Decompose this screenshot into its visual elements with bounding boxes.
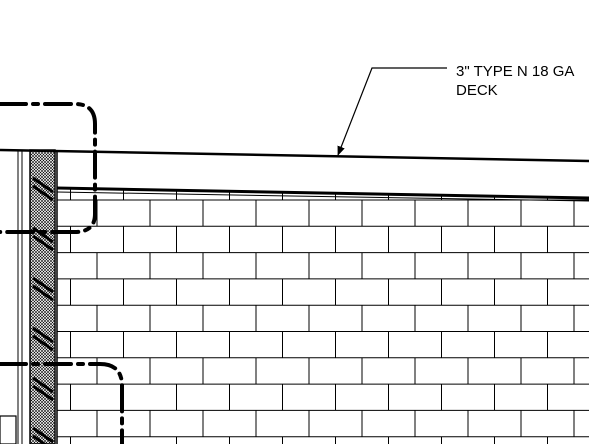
wall-tie-mark: [32, 434, 48, 444]
wall-tie-mark: [32, 284, 54, 302]
wall-tie-mark: [32, 226, 54, 244]
brick-wall-hatch: [57, 188, 589, 444]
upper-detail-boundary: [0, 102, 97, 234]
detail-boundary-lines: [0, 102, 124, 444]
wall-tie-mark: [32, 184, 54, 202]
window-frame-edge: [0, 415, 17, 444]
lower-detail-boundary: [0, 362, 124, 444]
callout-leader: [337, 67, 447, 156]
wall-tie-mark: [32, 426, 54, 444]
wall-tie-mark: [32, 276, 54, 294]
wall-tie-marks: [32, 176, 54, 444]
deck-bottom-line: [56, 186, 589, 200]
wall-tie-mark: [32, 384, 54, 402]
callout-label-line2: DECK: [456, 82, 498, 99]
wall-tie-mark: [32, 326, 54, 344]
deck-top-line: [0, 148, 589, 163]
roof-deck: [0, 148, 589, 202]
wall-tie-mark: [32, 334, 54, 352]
wall-tie-mark: [32, 176, 54, 194]
callout-label-line1: 3" TYPE N 18 GA: [456, 63, 574, 80]
brick-rows: [57, 188, 589, 444]
wall-tie-mark: [32, 376, 54, 394]
wall-tie-mark: [32, 234, 54, 252]
